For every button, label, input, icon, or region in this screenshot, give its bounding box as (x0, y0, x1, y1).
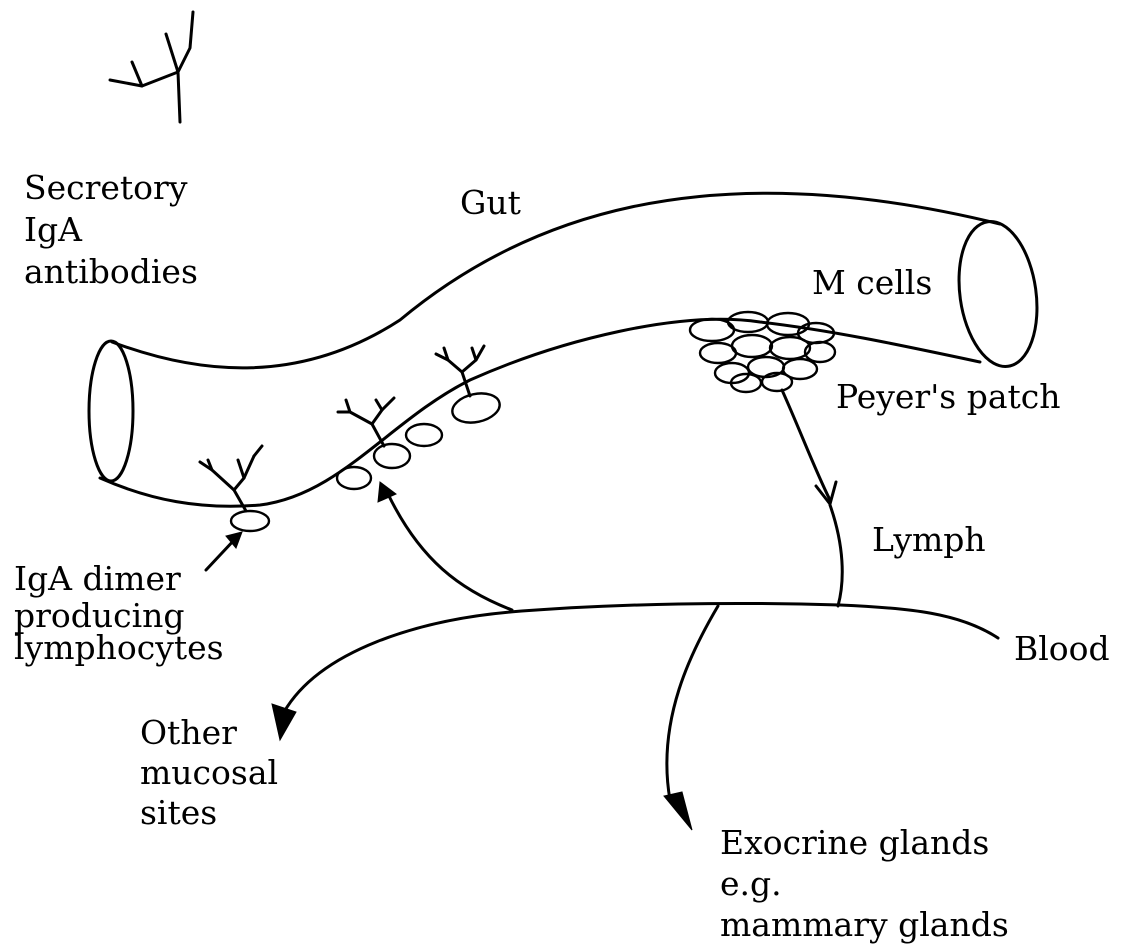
gut-left-opening (89, 341, 133, 481)
label-blood: Blood (1014, 632, 1110, 665)
mucosal-sites-arrow (272, 612, 510, 740)
label-exocrine-glands: Exocrine glands e.g. mammary glands (720, 826, 1009, 941)
lymph-flow-arrow (782, 390, 836, 504)
label-other-mucosal-sites: Other mucosal sites (140, 716, 278, 829)
label-m-cells: M cells (812, 266, 932, 299)
homing-arrow (378, 482, 512, 610)
label-gut: Gut (460, 186, 521, 219)
gut-right-opening (950, 216, 1046, 371)
lymph-vessel (830, 505, 842, 606)
legend-antibody-icon (110, 12, 193, 122)
blood-vessel (510, 603, 998, 638)
label-peyers-patch: Peyer's patch (836, 380, 1061, 413)
lymphocyte-cells (231, 389, 502, 531)
label-secretory-iga: Secretory IgA antibodies (24, 171, 198, 288)
gut-tube (89, 193, 1046, 506)
peyers-patch-cluster (690, 312, 835, 392)
exocrine-arrow (664, 606, 718, 830)
label-lymph: Lymph (872, 523, 986, 556)
label-iga-dimer: IgA dimer producing lymphocytes (14, 562, 224, 664)
